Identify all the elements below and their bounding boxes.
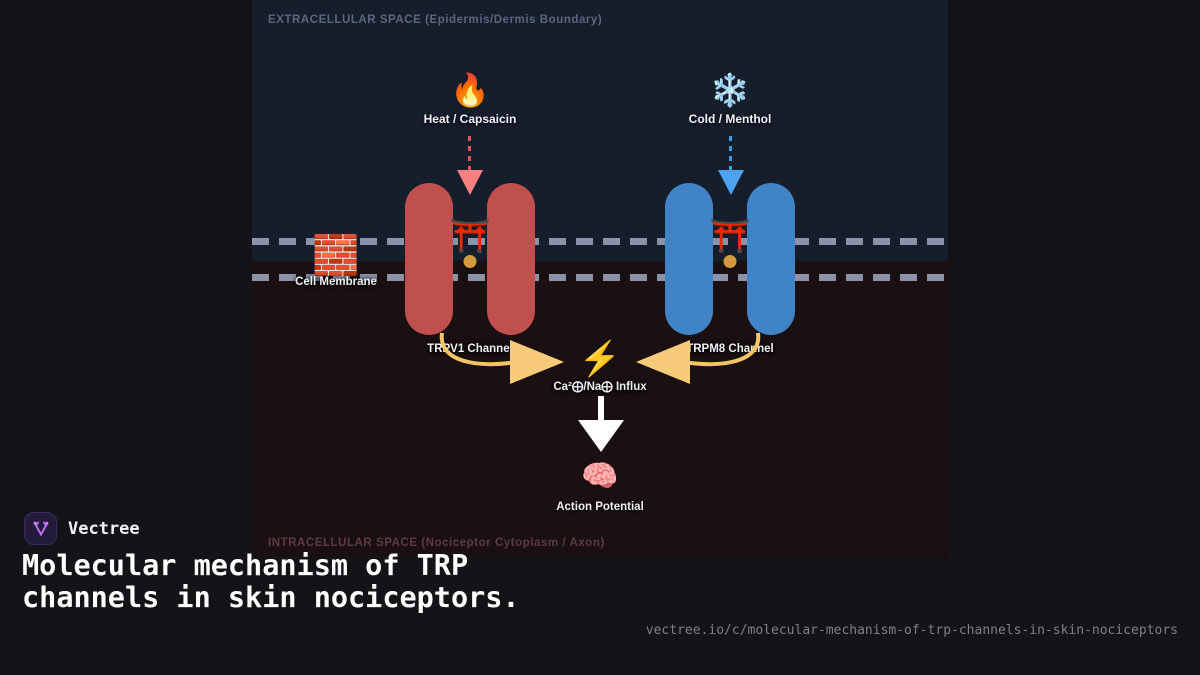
channel-trpm8: ⛩️ TRPM8 Channel bbox=[665, 183, 795, 355]
intracellular-space-label: INTRACELLULAR SPACE (Nociceptor Cytoplas… bbox=[268, 537, 605, 549]
fire-icon: 🔥 bbox=[450, 72, 490, 108]
channel-trpv1-pillar-left bbox=[405, 183, 453, 335]
brand-row: Vectree bbox=[24, 512, 140, 545]
extracellular-space-label: EXTRACELLULAR SPACE (Epidermis/Dermis Bo… bbox=[268, 14, 603, 26]
action-potential-label: Action Potential bbox=[556, 501, 644, 513]
brick-wall-icon: 🧱 bbox=[312, 235, 360, 277]
heat-descent-line bbox=[468, 136, 471, 170]
brain-icon: 🧠 bbox=[581, 460, 619, 493]
stimulus-cold: ❄️ Cold / Menthol bbox=[630, 72, 830, 126]
channel-trpv1-pillar-right bbox=[487, 183, 535, 335]
channel-trpm8-label: TRPM8 Channel bbox=[686, 343, 774, 355]
torii-gate-icon: ⛩️ bbox=[709, 217, 751, 254]
brand-name: Vectree bbox=[68, 518, 140, 539]
action-potential-arrow-shaft bbox=[598, 396, 604, 422]
membrane-outer-leaflet bbox=[252, 238, 948, 245]
cell-membrane-label: Cell Membrane bbox=[295, 276, 377, 288]
heat-descent-arrow bbox=[457, 170, 483, 195]
snowflake-icon: ❄️ bbox=[710, 72, 750, 108]
stimulus-heat-label: Heat / Capsaicin bbox=[423, 112, 517, 126]
channel-trpm8-pillar-left bbox=[665, 183, 713, 335]
caption-text: Molecular mechanism of TRP channels in s… bbox=[22, 549, 520, 614]
channel-trpv1-label: TRPV1 Channel bbox=[427, 343, 513, 355]
source-url: vectree.io/c/molecular-mechanism-of-trp-… bbox=[645, 623, 1178, 638]
stimulus-cold-label: Cold / Menthol bbox=[688, 112, 772, 126]
channel-trpv1-ion bbox=[463, 255, 477, 268]
channel-trpm8-ion bbox=[723, 255, 737, 268]
vectree-logo-icon bbox=[24, 512, 57, 545]
channel-trpv1: ⛩️ TRPV1 Channel bbox=[405, 183, 535, 355]
action-potential-arrow-head bbox=[578, 420, 624, 452]
torii-gate-icon: ⛩️ bbox=[449, 217, 491, 254]
influx-label: Ca²⨁/Na⨁ Influx bbox=[553, 381, 647, 393]
lightning-bolt-icon: ⚡ bbox=[578, 340, 622, 378]
extracellular-region bbox=[252, 0, 948, 261]
cold-descent-arrow bbox=[718, 170, 744, 195]
channel-trpm8-pillar-right bbox=[747, 183, 795, 335]
stimulus-heat: 🔥 Heat / Capsaicin bbox=[370, 72, 570, 126]
diagram-panel: EXTRACELLULAR SPACE (Epidermis/Dermis Bo… bbox=[252, 0, 948, 557]
membrane-inner-leaflet bbox=[252, 274, 948, 281]
cold-descent-line bbox=[729, 136, 732, 170]
